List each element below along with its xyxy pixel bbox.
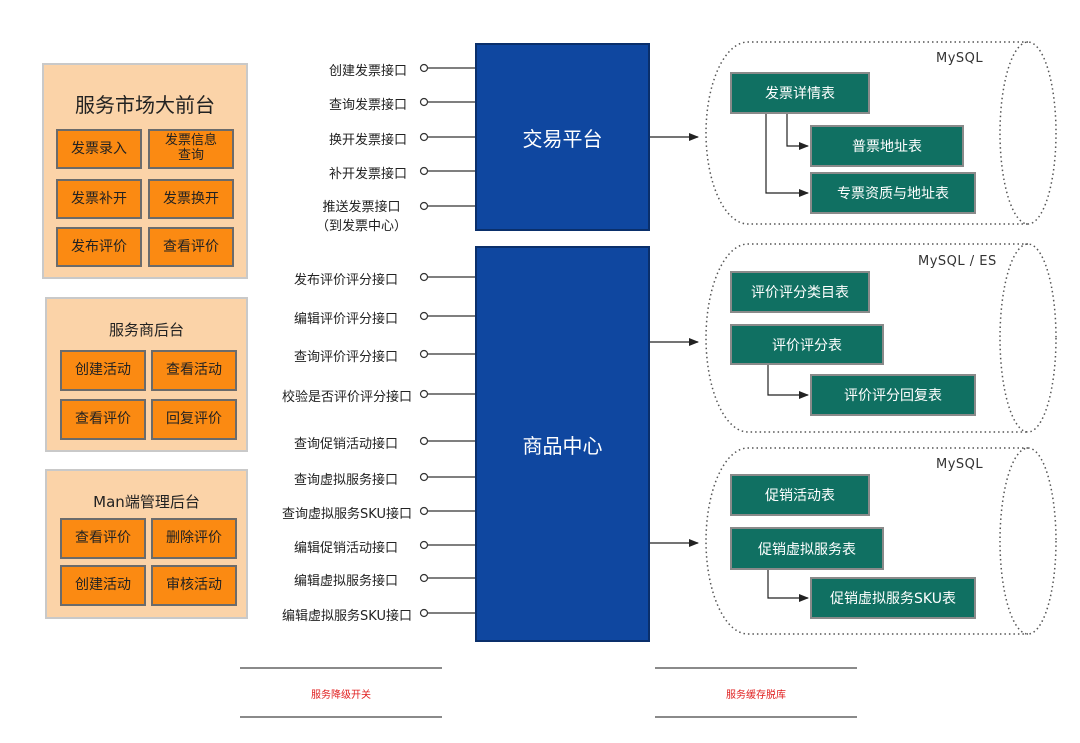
panel-title: 服务商后台 xyxy=(108,321,184,339)
review-score-table[interactable]: 评价评分表 xyxy=(730,324,884,365)
api-port-dot xyxy=(419,166,429,176)
api-port-dot xyxy=(419,436,429,446)
promotion-virtual-sku-table[interactable]: 促销虚拟服务SKU表 xyxy=(810,577,976,619)
goods-api-connectors xyxy=(428,276,475,614)
api-port-dot xyxy=(419,97,429,107)
api-port-dot xyxy=(419,608,429,618)
api-port-dot xyxy=(419,311,429,321)
view-review-button[interactable]: 查看评价 xyxy=(60,518,146,559)
api-label-exchange-invoice: 换开发票接口 xyxy=(328,133,407,148)
create-activity-button[interactable]: 创建活动 xyxy=(60,350,146,391)
api-label-create-invoice: 创建发票接口 xyxy=(328,64,407,79)
review-reply-table[interactable]: 评价评分回复表 xyxy=(810,374,976,416)
api-port-dot xyxy=(419,506,429,516)
api-label-query-virtual-service: 查询虚拟服务接口 xyxy=(293,473,398,488)
trade-api-connectors xyxy=(428,67,475,207)
api-port-dot xyxy=(419,472,429,482)
panel-title: Man端管理后台 xyxy=(93,493,200,511)
api-port-dot xyxy=(419,540,429,550)
trade-platform-block[interactable]: 交易平台 xyxy=(475,43,650,231)
api-label-edit-promotion: 编辑促销活动接口 xyxy=(293,541,398,556)
api-label-query-invoice: 查询发票接口 xyxy=(328,98,407,113)
api-label-query-virtual-sku: 查询虚拟服务SKU接口 xyxy=(282,507,412,522)
api-label-query-promotion: 查询促销活动接口 xyxy=(293,437,398,452)
invoice-reissue-button[interactable]: 发票补开 xyxy=(56,179,142,219)
panel-title: 服务市场大前台 xyxy=(75,93,215,117)
normal-invoice-address-table[interactable]: 普票地址表 xyxy=(810,125,964,167)
audit-activity-button[interactable]: 审核活动 xyxy=(151,565,237,606)
reply-review-button[interactable]: 回复评价 xyxy=(151,399,237,440)
service-degrade-switch-note: 服务降级开关 xyxy=(311,690,371,701)
db-label: MySQL / ES xyxy=(918,254,997,269)
view-review-button[interactable]: 查看评价 xyxy=(148,227,234,267)
special-invoice-qualification-table[interactable]: 专票资质与地址表 xyxy=(810,172,976,214)
api-label-publish-review: 发布评价评分接口 xyxy=(293,273,398,288)
invoice-entry-button[interactable]: 发票录入 xyxy=(56,129,142,169)
api-port-dot xyxy=(419,573,429,583)
api-label-push-invoice: 推送发票接口 （到发票中心） xyxy=(315,200,407,234)
view-activity-button[interactable]: 查看活动 xyxy=(151,350,237,391)
api-label-edit-virtual-service: 编辑虚拟服务接口 xyxy=(293,574,398,589)
api-label-check-review: 校验是否评价评分接口 xyxy=(281,390,412,405)
api-label-query-review: 查询评价评分接口 xyxy=(293,350,398,365)
api-port-dot xyxy=(419,349,429,359)
db-label: MySQL xyxy=(936,457,984,472)
review-category-table[interactable]: 评价评分类目表 xyxy=(730,271,870,313)
api-port-dot xyxy=(419,201,429,211)
invoice-detail-table[interactable]: 发票详情表 xyxy=(730,72,870,114)
api-label-edit-virtual-sku: 编辑虚拟服务SKU接口 xyxy=(282,609,412,624)
goods-center-block[interactable]: 商品中心 xyxy=(475,246,650,642)
create-activity-button[interactable]: 创建活动 xyxy=(60,565,146,606)
service-db-arrows xyxy=(650,133,699,547)
db-label: MySQL xyxy=(936,51,984,66)
api-port-dot xyxy=(419,132,429,142)
api-port-dot xyxy=(419,389,429,399)
api-port-dot xyxy=(419,63,429,73)
invoice-exchange-button[interactable]: 发票换开 xyxy=(148,179,234,219)
api-port-dot xyxy=(419,272,429,282)
promotion-activity-table[interactable]: 促销活动表 xyxy=(730,474,870,516)
api-label-reissue-invoice: 补开发票接口 xyxy=(328,167,407,182)
publish-review-button[interactable]: 发布评价 xyxy=(56,227,142,267)
invoice-info-query-button[interactable]: 发票信息 查询 xyxy=(148,129,234,169)
promotion-virtual-service-table[interactable]: 促销虚拟服务表 xyxy=(730,527,884,570)
view-review-button[interactable]: 查看评价 xyxy=(60,399,146,440)
api-label-edit-review: 编辑评价评分接口 xyxy=(293,312,398,327)
delete-review-button[interactable]: 删除评价 xyxy=(151,518,237,559)
service-cache-offload-note: 服务缓存脱库 xyxy=(726,690,786,701)
